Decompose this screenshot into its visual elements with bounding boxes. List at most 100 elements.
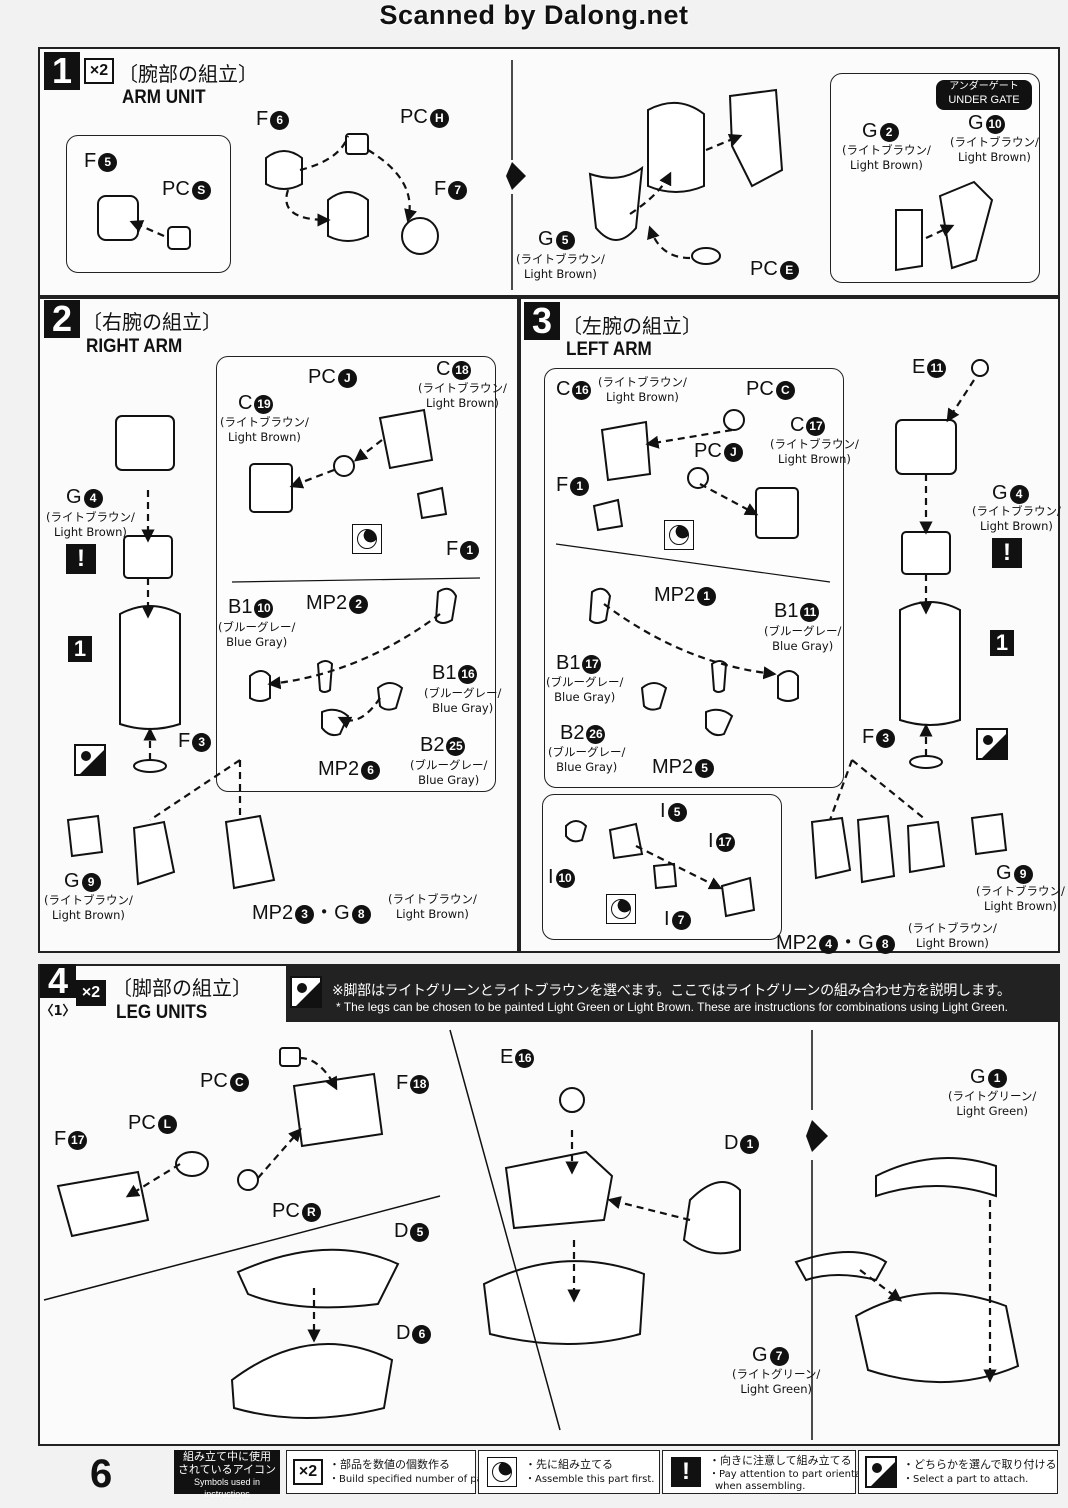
part-shoulder-r <box>115 415 175 471</box>
sub-c19: (ライトブラウン/Light Brown) <box>220 415 309 444</box>
step1-multiplier-icon: ×2 <box>84 58 114 84</box>
sub-b226: (ブルーグレー/Blue Gray) <box>548 745 626 774</box>
legend-warn-icon: ! <box>671 1457 701 1487</box>
part-g2 <box>895 209 923 272</box>
sub-c16: (ライトブラウン/Light Brown) <box>598 375 687 404</box>
step1-number: 1 <box>44 52 80 90</box>
part-c17 <box>755 487 799 539</box>
part-pcj-l <box>687 467 709 489</box>
arrow-s4-d1 <box>607 1196 691 1222</box>
part-g10 <box>938 180 994 270</box>
assemble-first-icon-l2 <box>606 894 636 924</box>
legend-x2: ×2 ・部品を数値の個数作る ・Build specified number o… <box>286 1450 499 1494</box>
part-i17 <box>720 876 756 918</box>
sub-g9-l: (ライトブラウン/Light Brown) <box>976 884 1065 913</box>
sub-b116: (ブルーグレー/Blue Gray) <box>424 686 502 715</box>
part-i7 <box>652 862 678 890</box>
part-f3-r <box>133 759 167 773</box>
arrow-s1-g5 <box>629 171 672 215</box>
part-forearm-r <box>119 605 181 730</box>
arrow-s1-pce <box>647 225 691 260</box>
arrow-s2-b110 <box>267 613 441 690</box>
part-g9-l <box>970 812 1008 856</box>
part-f6 <box>265 150 303 190</box>
part-arm-upper <box>647 102 705 193</box>
arrow-s2-b225 <box>337 697 381 729</box>
part-f7 <box>401 217 439 255</box>
divider-step3-inset <box>555 543 831 583</box>
part-g4-r <box>123 535 173 579</box>
arrow-s2-c19 <box>289 468 335 489</box>
legend-choice: ・どちらかを選んで取り付ける ・Select a part to attach. <box>858 1450 1058 1494</box>
part-mp25 <box>705 708 734 737</box>
select-part-icon-r <box>74 744 106 776</box>
legend-first-en: ・Assemble this part first. <box>525 1474 655 1485</box>
arrow-s4-pcc <box>299 1056 338 1091</box>
legend-warn-en1: ・Pay attention to part orientation <box>709 1469 881 1480</box>
part-forearm-l <box>899 601 961 726</box>
part-pch <box>345 133 369 155</box>
part-f18 <box>292 1072 384 1148</box>
part-pcj-r <box>333 455 355 477</box>
part-f5b <box>327 191 369 242</box>
orientation-warning-icon: ! <box>66 544 96 574</box>
arrow-s1-gate <box>925 224 955 239</box>
part-pce <box>691 247 721 265</box>
part-b117 <box>588 587 612 624</box>
under-gate-jp: アンダーゲート <box>949 81 1019 92</box>
legend-warn: ! ・向きに注意して組み立てる ・Pay attention to part o… <box>662 1450 880 1494</box>
legend-choice-jp: ・どちらかを選んで取り付ける <box>903 1458 1057 1471</box>
step2-inset <box>216 356 496 792</box>
assemble-first-icon-l <box>664 520 694 550</box>
legend-choice-icon <box>865 1456 897 1488</box>
sub-g9-r: (ライトブラウン/Light Brown) <box>44 893 133 922</box>
ref-step1-r: 1 <box>68 636 92 662</box>
page-number: 6 <box>90 1452 113 1496</box>
legend-choice-en: ・Select a part to attach. <box>903 1474 1029 1485</box>
part-d1 <box>682 1181 741 1255</box>
part-mp26 <box>321 708 350 737</box>
part-g4-l <box>901 531 951 575</box>
step4-note-en: * The legs can be chosen to be painted L… <box>336 1000 1008 1014</box>
part-g1 <box>875 1157 997 1198</box>
arrow-s3-e11 <box>946 379 975 423</box>
part-pcc-l <box>723 409 745 431</box>
part-mp22 <box>316 660 334 693</box>
part-pcs <box>167 226 191 250</box>
arrow-s1-chain <box>299 135 350 172</box>
part-leg-assembled <box>854 1292 1020 1384</box>
legend-x2-en: ・Build specified number of parts. <box>329 1474 500 1485</box>
part-f17 <box>56 1170 150 1238</box>
part-leg-base <box>482 1260 646 1345</box>
legend-title-jp1: 組み立て中に使用 <box>183 1450 271 1463</box>
arrow-s1-pch-f7 <box>367 149 417 223</box>
part-knee <box>504 1150 614 1230</box>
divider-step4 <box>43 1029 813 1440</box>
step2-number: 2 <box>44 300 80 338</box>
part-f3-l <box>909 755 943 769</box>
select-part-icon-note <box>290 976 322 1008</box>
legend-title-jp2: されているアイコン <box>177 1463 277 1476</box>
arrow-s1-f6-f5b <box>285 189 331 227</box>
assemble-first-icon <box>352 524 382 554</box>
